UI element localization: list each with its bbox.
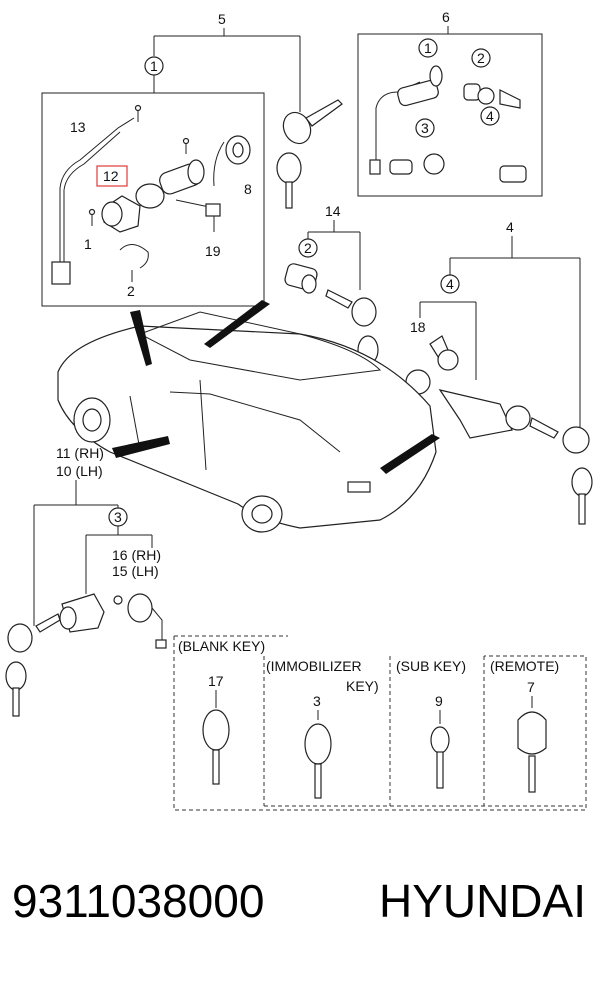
callout-15: 15 (LH) bbox=[112, 563, 159, 579]
callout-4-set6: 4 bbox=[486, 108, 494, 124]
callout-3-key: 3 bbox=[313, 693, 321, 709]
callout-1-small: 1 bbox=[84, 236, 92, 252]
callout-11: 11 (RH) bbox=[56, 445, 104, 461]
callout-2-set6: 2 bbox=[477, 50, 485, 66]
group-5-ignition-set: 5 1 13 12 8 19 1 2 bbox=[41, 11, 343, 307]
callout-6: 6 bbox=[442, 9, 450, 25]
group-6-lock-set: 6 1 2 3 4 bbox=[357, 9, 543, 197]
callout-5: 5 bbox=[218, 11, 226, 27]
keys-box: (BLANK KEY) (IMMOBILIZER KEY) (SUB KEY) … bbox=[173, 635, 587, 811]
callout-13: 13 bbox=[70, 119, 86, 135]
brand-name: HYUNDAI bbox=[378, 875, 586, 927]
sub-key-icon bbox=[430, 726, 450, 754]
highlight-box-12 bbox=[96, 165, 128, 187]
immobilizer-key-label-2: KEY) bbox=[346, 678, 379, 694]
group-10-11-door-lock: 11 (RH) 10 (LH) 3 16 (RH) 15 (LH) bbox=[5, 445, 167, 717]
callout-3-door: 3 bbox=[114, 509, 122, 525]
callout-10: 10 (LH) bbox=[56, 463, 103, 479]
car-illustration bbox=[57, 300, 440, 533]
callout-12: 12 bbox=[103, 168, 119, 184]
callout-2-ring: 2 bbox=[127, 283, 135, 299]
callout-16: 16 (RH) bbox=[112, 547, 161, 563]
callout-4-sub: 4 bbox=[446, 276, 454, 292]
callout-17: 17 bbox=[208, 673, 224, 689]
lock-set-box bbox=[357, 33, 543, 197]
part-number: 9311038000 bbox=[12, 875, 265, 927]
blank-key-icon bbox=[202, 709, 230, 751]
callout-4-right: 4 bbox=[506, 219, 514, 235]
callout-7: 7 bbox=[527, 679, 535, 695]
immobilizer-key-label-1: (IMMOBILIZER bbox=[266, 658, 362, 674]
sub-key-label: (SUB KEY) bbox=[396, 658, 466, 674]
remote-label: (REMOTE) bbox=[490, 658, 559, 674]
callout-14: 14 bbox=[325, 203, 341, 219]
blank-key-label: (BLANK KEY) bbox=[178, 638, 265, 654]
callout-1-set: 1 bbox=[424, 40, 432, 56]
group-4-right-lock: 4 4 18 bbox=[403, 219, 593, 525]
immobilizer-key-icon bbox=[304, 723, 332, 765]
remote-key-icon bbox=[517, 711, 547, 755]
callout-9: 9 bbox=[435, 693, 443, 709]
callout-2-trunk: 2 bbox=[304, 240, 312, 256]
ignition-box bbox=[41, 92, 265, 307]
callout-8: 8 bbox=[244, 181, 252, 197]
callout-18: 18 bbox=[410, 319, 426, 335]
callout-1-main: 1 bbox=[150, 58, 158, 74]
callout-3-set6: 3 bbox=[421, 120, 429, 136]
footer: 9311038000 HYUNDAI bbox=[0, 878, 600, 948]
callout-19: 19 bbox=[205, 243, 221, 259]
